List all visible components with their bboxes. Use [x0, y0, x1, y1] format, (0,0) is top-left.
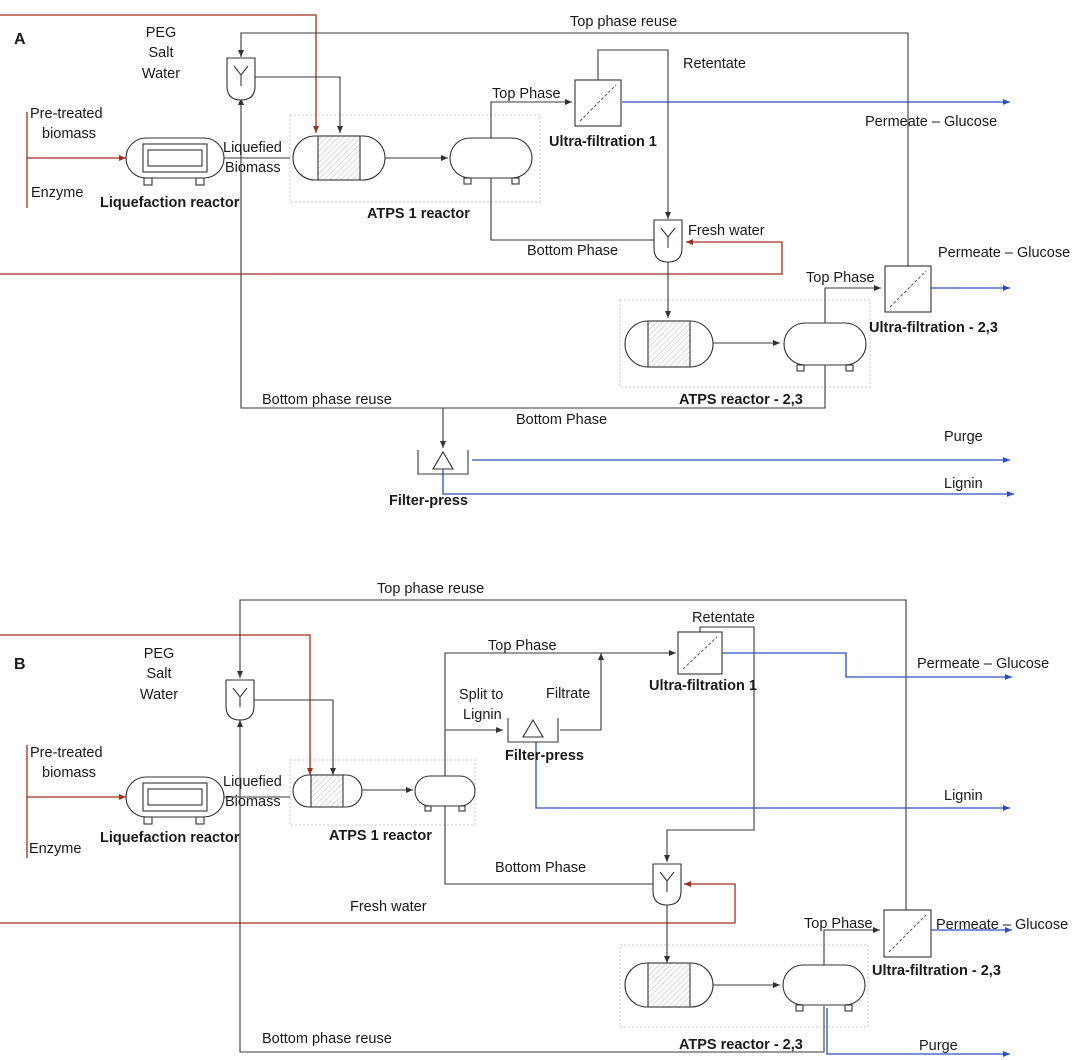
- ultrafiltration-1-unit: [574, 79, 622, 127]
- label-fresh-water: Fresh water: [688, 223, 765, 239]
- label-lignin: Lignin: [944, 476, 983, 492]
- black-streams: [224, 32, 909, 448]
- label-filtrate: Filtrate: [546, 686, 590, 702]
- atps23-group-box-b: [619, 944, 869, 1028]
- label-bottom-phase-b: Bottom Phase: [495, 860, 586, 876]
- label-atps23-reactor-b: ATPS reactor - 2,3: [679, 1037, 803, 1053]
- liquefaction-reactor-b: [125, 776, 225, 825]
- atps23-group-box: [619, 299, 871, 388]
- label-bottom-phase-1: Bottom Phase: [527, 243, 618, 259]
- blue-streams-b: [535, 652, 1012, 1057]
- label-top-phase-1-b: Top Phase: [488, 638, 557, 654]
- mixer-2-b: [652, 863, 682, 906]
- label-liquefied-1: Liquefied: [223, 140, 282, 156]
- label-salt-b: Salt: [147, 666, 172, 682]
- label-top-phase-reuse-b: Top phase reuse: [377, 581, 484, 597]
- label-bottom-phase-reuse: Bottom phase reuse: [262, 392, 392, 408]
- atps23-vessel-1: [624, 320, 714, 368]
- atps1-vessel-1: [292, 135, 386, 181]
- panel-a-letter: A: [14, 31, 26, 48]
- label-ultrafiltration-1: Ultra-filtration 1: [549, 134, 657, 150]
- label-bottom-phase-2: Bottom Phase: [516, 412, 607, 428]
- atps23-vessel-2-b: [782, 964, 866, 1012]
- label-fresh-water-b: Fresh water: [350, 899, 427, 915]
- label-retentate-b: Retentate: [692, 610, 755, 626]
- label-bottom-phase-reuse-b: Bottom phase reuse: [262, 1031, 392, 1047]
- label-purge-b: Purge: [919, 1038, 958, 1054]
- label-split-2: Lignin: [463, 707, 502, 723]
- red-streams: [0, 14, 783, 275]
- label-atps1-reactor-b: ATPS 1 reactor: [329, 828, 432, 844]
- label-peg: PEG: [146, 25, 177, 41]
- labels-a: PEG Salt Water Pre-treated biomass Enzym…: [30, 14, 1070, 509]
- atps1-group-box: [289, 114, 541, 203]
- label-water: Water: [142, 66, 180, 82]
- label-top-phase-2: Top Phase: [806, 270, 875, 286]
- label-purge: Purge: [944, 429, 983, 445]
- label-retentate: Retentate: [683, 56, 746, 72]
- label-salt: Salt: [149, 45, 174, 61]
- label-peg-b: PEG: [144, 646, 175, 662]
- atps1-vessel-2: [449, 137, 533, 185]
- label-liquefied-1-b: Liquefied: [223, 774, 282, 790]
- red-streams-b: [0, 634, 736, 924]
- liquefaction-reactor: [125, 137, 225, 186]
- filter-press-a: [417, 450, 469, 475]
- label-filter-press: Filter-press: [389, 493, 468, 509]
- ultrafiltration-23-unit: [884, 265, 932, 313]
- label-liquefaction-reactor-b: Liquefaction reactor: [100, 830, 240, 846]
- panel-a: A: [0, 14, 1070, 509]
- filter-press-b: [507, 718, 559, 743]
- label-permeate-glucose-2-b: Permeate – Glucose: [936, 917, 1068, 933]
- label-liquefied-2-b: Biomass: [225, 794, 281, 810]
- mixer-1: [226, 57, 256, 101]
- ultrafiltration-1-unit-b: [677, 631, 723, 675]
- panel-b: B: [0, 581, 1068, 1057]
- atps23-vessel-1-b: [624, 962, 714, 1008]
- blue-streams: [442, 99, 1014, 497]
- label-pretreated-1: Pre-treated: [30, 106, 103, 122]
- black-streams-b: [224, 599, 907, 1053]
- label-enzyme-b: Enzyme: [29, 841, 81, 857]
- labels-b: Top phase reuse PEG Salt Water Top Phase…: [29, 581, 1068, 1054]
- atps1-vessel-2-b: [414, 775, 476, 812]
- label-enzyme: Enzyme: [31, 185, 83, 201]
- label-pretreated-2-b: biomass: [42, 765, 96, 781]
- label-top-phase-1: Top Phase: [492, 86, 561, 102]
- panel-b-letter: B: [14, 656, 26, 673]
- label-atps1-reactor: ATPS 1 reactor: [367, 206, 470, 222]
- atps23-vessel-2: [783, 322, 867, 372]
- label-ultrafiltration-23: Ultra-filtration - 2,3: [869, 320, 998, 336]
- label-pretreated-2: biomass: [42, 126, 96, 142]
- label-water-b: Water: [140, 687, 178, 703]
- label-liquefaction-reactor: Liquefaction reactor: [100, 195, 240, 211]
- label-atps23-reactor: ATPS reactor - 2,3: [679, 392, 803, 408]
- label-permeate-glucose-1-b: Permeate – Glucose: [917, 656, 1049, 672]
- label-filter-press-b: Filter-press: [505, 748, 584, 764]
- label-ultrafiltration-1-b: Ultra-filtration 1: [649, 678, 757, 694]
- label-top-phase-2-b: Top Phase: [804, 916, 873, 932]
- mixer-1-b: [225, 679, 255, 721]
- label-permeate-glucose-2: Permeate – Glucose: [938, 245, 1070, 261]
- ultrafiltration-23-unit-b: [883, 909, 932, 958]
- label-liquefied-2: Biomass: [225, 160, 281, 176]
- mixer-2: [653, 219, 683, 263]
- label-ultrafiltration-23-b: Ultra-filtration - 2,3: [872, 963, 1001, 979]
- atps1-vessel-1-b: [292, 774, 363, 808]
- label-lignin-b: Lignin: [944, 788, 983, 804]
- label-split-1: Split to: [459, 687, 503, 703]
- label-top-phase-reuse: Top phase reuse: [570, 14, 677, 30]
- label-permeate-glucose-1: Permeate – Glucose: [865, 114, 997, 130]
- label-pretreated-1-b: Pre-treated: [30, 745, 103, 761]
